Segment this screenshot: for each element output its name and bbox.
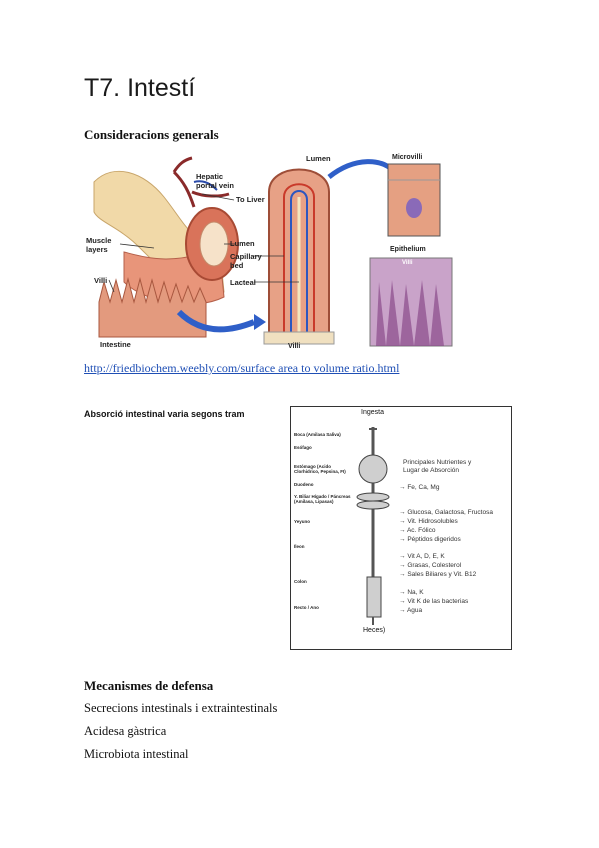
nutrient-item: → Na, K: [399, 589, 424, 596]
label-intestine: Intestine: [100, 340, 131, 349]
label-lumen-left: Lumen: [230, 239, 255, 248]
defense-item: Secrecions intestinals i extraintestinal…: [84, 701, 278, 715]
label-microvilli: Microvilli: [392, 154, 423, 161]
label-lumen-top: Lumen: [306, 154, 331, 163]
segment-colon: Colon: [294, 579, 307, 584]
segment-estomago: Estómago (Acido Clorhidrico, Pepsina, FI…: [294, 464, 346, 474]
segment-esofago: Esófago: [294, 445, 312, 450]
page-title: T7. Intestí: [84, 74, 196, 102]
nutrient-item: → Ac. Fólico: [399, 527, 436, 534]
nutrient-item: → Agua: [399, 607, 423, 614]
label-capillary: Capillary: [230, 252, 262, 261]
segment-duodeno: Duodeno: [294, 482, 314, 487]
section-heading-defense: Mecanismes de defensa: [84, 678, 214, 693]
label-portal-vein: portal vein: [196, 181, 234, 190]
label-villi-bottom: Villi: [288, 343, 301, 350]
defense-item: Microbiota intestinal: [84, 747, 189, 761]
section-heading-general: Consideracions generals: [84, 127, 219, 142]
nutrient-item: → Fe, Ca, Mg: [399, 484, 440, 491]
label-ingesta: Ingesta: [361, 409, 384, 416]
nutrient-item: → Sales Biliares y Vit. B12: [399, 571, 477, 578]
section-heading-absorption: Absorció intestinal varia segons tram: [84, 409, 245, 419]
label-layers: layers: [86, 245, 108, 254]
label-hepatic: Hepatic: [196, 172, 224, 181]
nutrient-item: → Grasas, Colesterol: [399, 562, 462, 569]
defense-item: Acidesa gàstrica: [84, 724, 167, 738]
nutrient-item: → Péptidos digeridos: [399, 536, 461, 543]
label-bed: bed: [230, 261, 244, 270]
segment-ileon: Íleon: [294, 544, 305, 549]
source-link[interactable]: http://friedbiochem.weebly.com/surface a…: [84, 361, 400, 375]
label-lacteal: Lacteal: [230, 278, 256, 287]
segment-boca: Boca (Amilasa Saliva): [294, 432, 341, 437]
nutrient-item: → Glucosa, Galactosa, Fructosa: [399, 509, 493, 516]
label-heces: Heces): [363, 627, 386, 634]
segment-recto-ano: Recto / Ano: [294, 605, 319, 610]
label-villi-micrograph: Villi: [402, 260, 413, 266]
label-villi-left: Villi: [94, 276, 108, 285]
intestine-anatomy-figure: Hepatic portal vein To Liver Muscle laye…: [84, 152, 458, 352]
nutrient-item: → Vit A, D, E, K: [399, 553, 445, 560]
nutrients-header-1: Principales Nutrientes y: [403, 459, 472, 466]
nutrient-item: → Vit. Hidrosolubles: [399, 518, 458, 525]
label-muscle: Muscle: [86, 236, 112, 245]
nutrients-header-2: Lugar de Absorción: [403, 467, 460, 474]
absorption-diagram: Ingesta Heces) Boca (Amilasa Saliva) Esó…: [290, 406, 512, 650]
segment-yeyuno: Yeyuno: [294, 519, 311, 524]
label-to-liver: To Liver: [236, 195, 265, 204]
nutrient-item: → Vit K de las bacterias: [399, 598, 469, 605]
segment-higado-pancreas: Y. Biliar Hígado / Páncreas (Amilasa, Li…: [294, 494, 351, 504]
label-epithelium: Epithelium: [390, 246, 426, 253]
